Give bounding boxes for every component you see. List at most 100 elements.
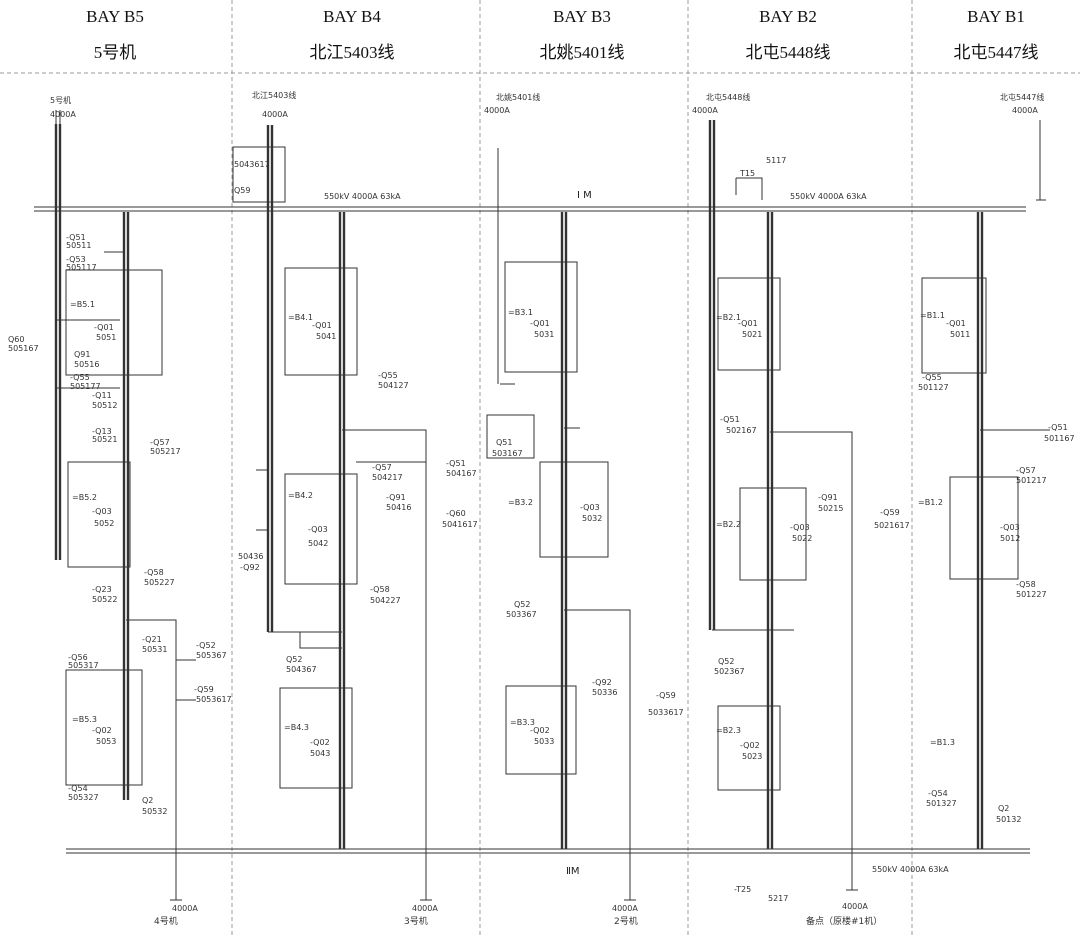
bottom-feeder-1-current: 4000A (842, 902, 868, 911)
dev-b4-q92-id: 50436 (238, 552, 263, 561)
bottom-feeder-2-current: 4000A (612, 904, 638, 913)
dev-b5-q60: Q60 (8, 335, 24, 344)
breaker-b1-1: =B1.1 (920, 311, 945, 320)
dev-b1-q57: -Q57 (1016, 466, 1036, 475)
dev-b2-q91: -Q91 (818, 493, 838, 502)
schematic-wiring (54, 110, 1050, 901)
dev-b2-t25: -T25 (734, 885, 751, 894)
dev-b2-q52-id: 502367 (714, 667, 745, 676)
dev-b2-5217: 5217 (768, 894, 788, 903)
breaker-b2-1: =B2.1 (716, 313, 741, 322)
dev-b2-q52: Q52 (718, 657, 734, 666)
breaker-b5-3-id: 5053 (96, 737, 116, 746)
breaker-b1-1-id: 5011 (950, 330, 970, 339)
feeder-b2-label: 北屯5448线 (706, 92, 750, 102)
bay-b1-name: 北屯5447线 (954, 43, 1039, 62)
dev-b3-q52-id: 503367 (506, 610, 537, 619)
dev-b1-q51: -Q51 (1048, 423, 1068, 432)
breaker-b2-1-id: 5021 (742, 330, 762, 339)
dev-b5-q11: -Q11 (92, 391, 112, 400)
feeder-b3-current: 4000A (484, 106, 510, 115)
dev-b5-q13: -Q13 (92, 427, 112, 436)
bottom-feeder-4-current: 4000A (172, 904, 198, 913)
breaker-b4-3-id: 5043 (310, 749, 330, 758)
breaker-b4-1-id: 5041 (316, 332, 336, 341)
bottom-feeder-1-label: 备点（原楼#1机） (806, 915, 882, 927)
dev-b2-q91-id: 50215 (818, 504, 843, 513)
dev-b5-q56-id: 505317 (68, 661, 99, 670)
dev-b4-5043617: 5043617 (234, 160, 270, 169)
dev-b4-q57-id: 504217 (372, 473, 403, 482)
breaker-b3-1-id: 5031 (534, 330, 554, 339)
dev-b3-q51-id: 503167 (492, 449, 523, 458)
dev-b4-q91: -Q91 (386, 493, 406, 502)
dev-b3-q51: Q51 (496, 438, 512, 447)
dev-b2-q51-id: 502167 (726, 426, 757, 435)
bay-dividers (231, 0, 913, 937)
breaker-b2-2: =B2.2 (716, 520, 741, 529)
dev-b5-q54: -Q54 (68, 784, 88, 793)
breaker-b3-3-id: 5033 (534, 737, 554, 746)
bay-b3-title: BAY B3 (553, 7, 611, 26)
breaker-b5-2: =B5.2 (72, 493, 97, 502)
busbar-1-rating-b4: 550kV 4000A 63kA (324, 192, 401, 201)
breaker-b1-2: =B1.2 (918, 498, 943, 507)
dev-b5-q57: -Q57 (150, 438, 170, 447)
breaker-b4-1: =B4.1 (288, 313, 313, 322)
dev-b4-q51: -Q51 (446, 459, 466, 468)
bay-b4-name: 北江5403线 (310, 43, 395, 62)
dev-b5-q54-id: 505327 (68, 793, 99, 802)
bay-b1-title: BAY B1 (967, 7, 1025, 26)
busbar-1-label: Ⅰ M (577, 190, 592, 201)
bay-b4-title: BAY B4 (323, 7, 381, 26)
dev-b3-q92-id: 50336 (592, 688, 617, 697)
breaker-b3-3-switch: -Q02 (530, 726, 550, 735)
feeder-b3-label: 北姚5401线 (496, 92, 540, 102)
bay-b5-name: 5号机 (94, 43, 137, 62)
dev-b5-q2-id: 50532 (142, 807, 167, 816)
dev-b1-q54-id: 501327 (926, 799, 957, 808)
dev-b1-q57-id: 501217 (1016, 476, 1047, 485)
device-labels: -Q51 50511 -Q53 505117 -Q11 50512 -Q13 5… (8, 156, 1075, 903)
bottom-feeder-3-label: 3号机 (404, 915, 428, 927)
dev-b4-q91-id: 50416 (386, 503, 411, 512)
feeder-b5-current: 4000A (50, 110, 76, 119)
dev-b1-q2: Q2 (998, 804, 1009, 813)
dev-b4-q51-id: 504167 (446, 469, 477, 478)
breaker-b4-2-id: 5042 (308, 539, 328, 548)
dev-b4-q55-id: 504127 (378, 381, 409, 390)
feeder-labels: 5号机 4000A 北江5403线 4000A 北姚5401线 4000A 北屯… (50, 90, 1044, 119)
dev-b5-q59: -Q59 (194, 685, 214, 694)
breaker-b3-2: =B3.2 (508, 498, 533, 507)
dev-b5-q23-id: 50522 (92, 595, 117, 604)
dev-b5-q55-id: 505177 (70, 382, 101, 391)
dev-b5-q51-id: 50511 (66, 241, 91, 250)
dev-b5-q53: -Q53 (66, 255, 86, 264)
dev-b5-q55: -Q55 (70, 373, 90, 382)
feeder-b1-current: 4000A (1012, 106, 1038, 115)
dev-b5-q11-id: 50512 (92, 401, 117, 410)
breaker-b1-1-switch: -Q01 (946, 319, 966, 328)
feeder-b4-label: 北江5403线 (252, 90, 296, 100)
feeder-b4-current: 4000A (262, 110, 288, 119)
breaker-b2-2-switch: -Q03 (790, 523, 810, 532)
breaker-b3-2-switch: -Q03 (580, 503, 600, 512)
breaker-b5-2-switch: -Q03 (92, 507, 112, 516)
dev-b2-t15: T15 (739, 169, 755, 178)
dev-b4-q59: Q59 (234, 186, 250, 195)
dev-b5-q91: Q91 (74, 350, 90, 359)
bay-b2-name: 北屯5448线 (746, 43, 831, 62)
busbar-2-rating: 550kV 4000A 63kA (872, 865, 949, 874)
dev-b5-q60-id: 505167 (8, 344, 39, 353)
dev-b5-q58-id: 505227 (144, 578, 175, 587)
breaker-b3-2-id: 5032 (582, 514, 602, 523)
dev-b4-q55: -Q55 (378, 371, 398, 380)
dev-b5-q59-id: 5053617 (196, 695, 232, 704)
dev-b2-q59-id: 5021617 (874, 521, 910, 530)
dev-b4-q58-id: 504227 (370, 596, 401, 605)
busbar-1-rating-b2: 550kV 4000A 63kA (790, 192, 867, 201)
bay-b3-name: 北姚5401线 (540, 43, 625, 62)
breaker-b2-2-id: 5022 (792, 534, 812, 543)
dev-b4-q60-id: 5041617 (442, 520, 478, 529)
